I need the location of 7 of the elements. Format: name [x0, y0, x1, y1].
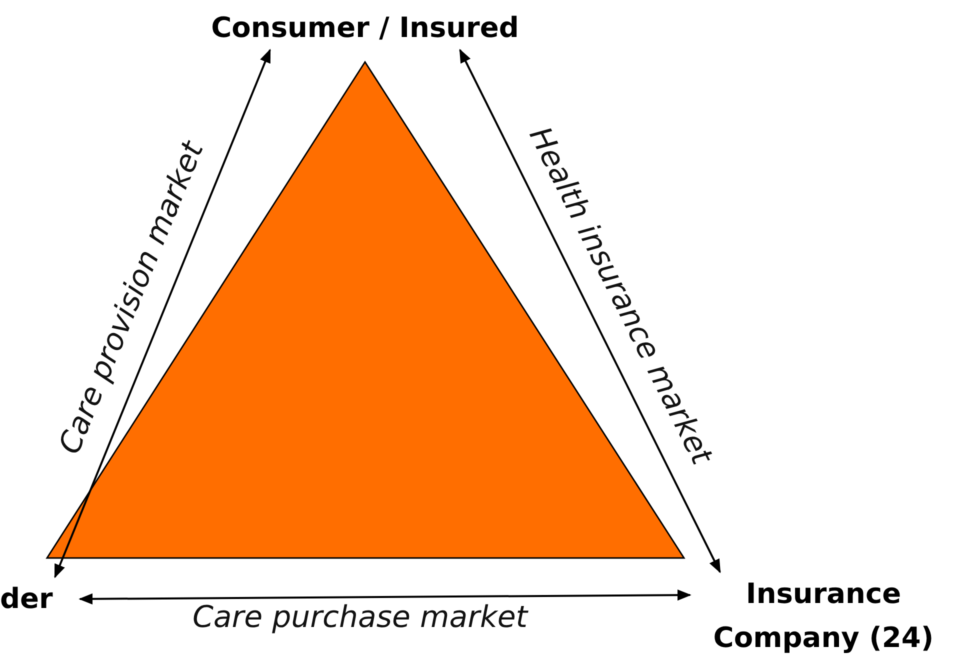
double-arrow	[54, 48, 271, 578]
double-arrow	[459, 48, 721, 574]
double-arrow	[78, 589, 692, 605]
edge-label: Care purchase market	[191, 600, 530, 636]
corner-label: der	[0, 577, 80, 621]
corner-label: Consumer / Insured	[190, 6, 540, 50]
corner-label: Insurance Company (24)	[690, 572, 957, 660]
